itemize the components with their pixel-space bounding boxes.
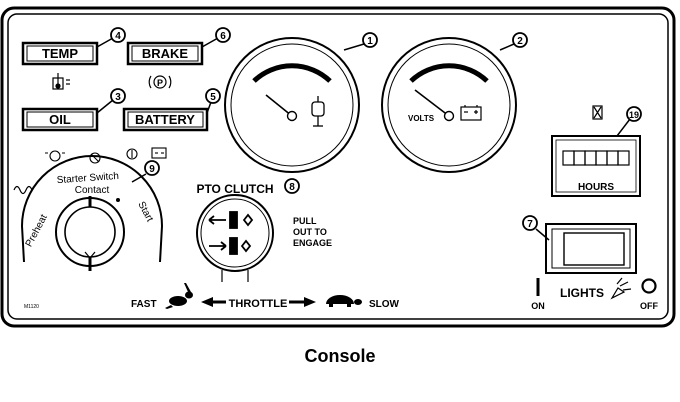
brake-label: BRAKE [142, 46, 189, 61]
console-panel-inner [7, 13, 669, 320]
svg-text:19: 19 [629, 110, 639, 120]
throttle-lever[interactable] [201, 297, 316, 307]
battery-indicator: BATTERY [122, 107, 209, 132]
starter-switch-icons [45, 147, 167, 164]
reference-code: M1120 [24, 304, 39, 310]
pto-disengage-icon [208, 211, 254, 229]
pto-instruction-line1: PULL [293, 216, 317, 226]
callout-19: 19 [616, 106, 642, 137]
pto-clutch-knob[interactable] [196, 194, 274, 282]
figure-caption: Console [304, 346, 376, 366]
turtle-icon [326, 295, 362, 307]
preheat-glow-icon [13, 185, 33, 195]
svg-text:4: 4 [115, 31, 121, 42]
callout-2: 2 [499, 32, 528, 51]
hourmeter-digit-window [617, 150, 630, 166]
lamp-icon [610, 277, 632, 300]
hours-label: HOURS [578, 182, 614, 193]
callout-1: 1 [343, 32, 378, 51]
battery-icon [460, 105, 482, 121]
lights-on-label: ON [531, 301, 545, 311]
lights-off-symbol [641, 278, 657, 294]
hourmeter-digits [562, 150, 630, 166]
pto-clutch-title: PTO CLUTCH [196, 182, 273, 196]
throttle-label: THROTTLE [229, 298, 288, 310]
callout-9: 9 [131, 160, 160, 183]
callout-3: 3 [96, 88, 126, 114]
throttle-slow-label: SLOW [369, 299, 400, 310]
starter-switch-title-line1: Starter Switch [56, 171, 119, 186]
hourmeter-digit-window [584, 150, 597, 166]
callout-6: 6 [201, 27, 231, 48]
hourmeter: HOURS [551, 135, 641, 197]
svg-text:6: 6 [220, 31, 226, 42]
lights-label: LIGHTS [560, 286, 604, 300]
pto-engage-icon [209, 237, 252, 255]
battery-label: BATTERY [135, 112, 195, 127]
hourmeter-digit-window [606, 150, 619, 166]
engine-symbol-icon [311, 96, 325, 127]
oil-indicator: OIL [21, 107, 99, 132]
rabbit-icon [165, 283, 193, 309]
throttle-fast-label: FAST [131, 299, 157, 310]
brake-indicator: BRAKE [126, 41, 204, 66]
svg-text:3: 3 [115, 92, 121, 103]
hourmeter-digit-window [595, 150, 608, 166]
hourmeter-digit-window [573, 150, 586, 166]
svg-text:2: 2 [517, 36, 523, 47]
svg-text:1: 1 [367, 36, 373, 47]
voltmeter-gauge: VOLTS [381, 37, 517, 173]
starter-switch[interactable] [20, 155, 164, 271]
starter-switch-title-line2: Contact [75, 185, 110, 196]
pto-instruction-line2: OUT TO [293, 227, 327, 237]
callout-4: 4 [96, 27, 126, 48]
svg-text:5: 5 [210, 92, 216, 103]
svg-text:7: 7 [527, 219, 533, 230]
hourmeter-digit-window [562, 150, 575, 166]
svg-text:P: P [157, 78, 163, 88]
engine-gauge [224, 37, 360, 173]
callout-5: 5 [205, 88, 221, 114]
temp-indicator: TEMP [21, 41, 99, 66]
coolant-temp-icon [52, 73, 70, 90]
temp-label: TEMP [42, 46, 78, 61]
svg-text:8: 8 [289, 182, 295, 193]
callout-8: 8 [284, 178, 300, 194]
oil-label: OIL [49, 112, 71, 127]
console-panel-outer [0, 6, 676, 328]
lights-off-label: OFF [640, 301, 658, 311]
pto-instruction-line3: ENGAGE [293, 238, 332, 248]
volts-label: VOLTS [408, 114, 435, 123]
parking-brake-icon: P [148, 75, 172, 89]
callout-7: 7 [522, 215, 550, 241]
start-label: Start [135, 200, 155, 224]
preheat-label: Preheat [24, 213, 50, 249]
lights-switch[interactable] [545, 223, 637, 274]
svg-text:9: 9 [149, 164, 155, 175]
hourglass-icon [592, 105, 603, 120]
